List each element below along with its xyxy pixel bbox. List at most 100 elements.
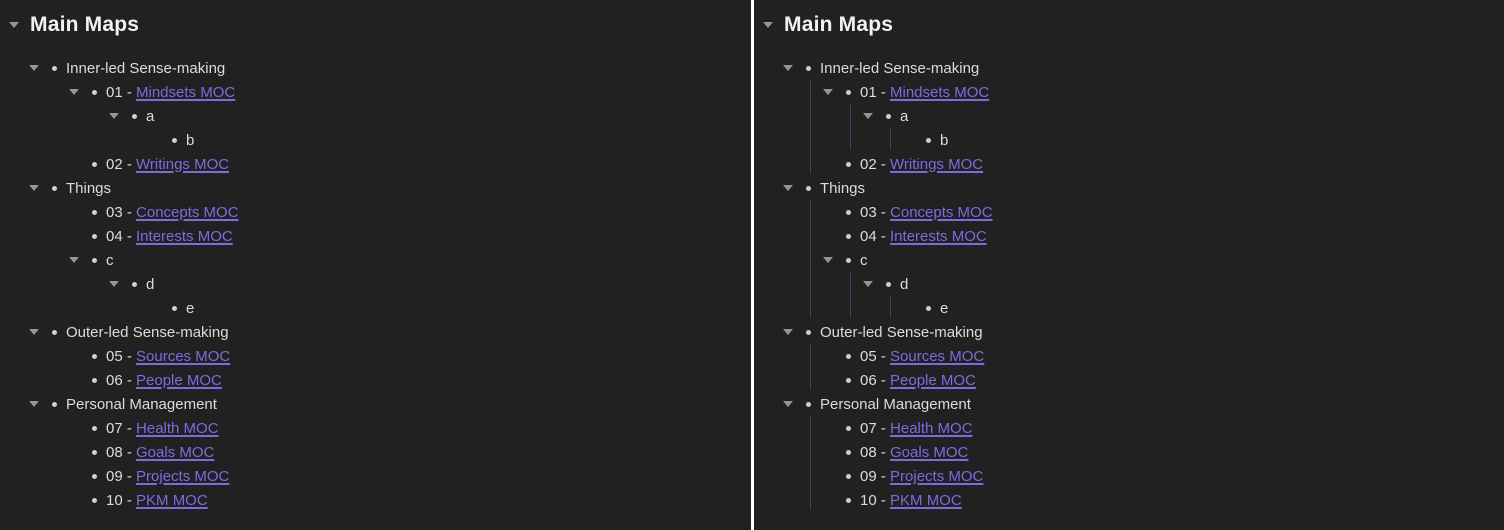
collapse-triangle-icon[interactable] — [763, 22, 773, 28]
bullet-dot-icon — [171, 305, 177, 311]
collapse-box — [66, 257, 82, 263]
list-item: e — [0, 296, 751, 320]
bullet-dot-icon — [885, 113, 891, 119]
item-label: b — [940, 131, 949, 149]
list-item: 03 - Concepts MOC — [0, 200, 751, 224]
item-content: Inner-led Sense-making — [820, 60, 979, 77]
collapse-triangle-icon[interactable] — [783, 65, 793, 71]
internal-link[interactable]: Concepts MOC — [890, 203, 993, 221]
page-title: Main Maps — [784, 13, 894, 36]
internal-link[interactable]: Projects MOC — [136, 467, 230, 485]
collapse-triangle-icon[interactable] — [783, 329, 793, 335]
item-content: 04 - Interests MOC — [106, 228, 233, 245]
item-label: a — [146, 107, 155, 125]
internal-link[interactable]: PKM MOC — [890, 491, 962, 509]
bullet-box — [42, 401, 66, 407]
internal-link[interactable]: People MOC — [136, 371, 222, 389]
internal-link[interactable]: Mindsets MOC — [136, 83, 236, 101]
list-item: e — [754, 296, 1504, 320]
item-content: Things — [66, 180, 111, 197]
collapse-triangle-icon[interactable] — [9, 22, 19, 28]
collapse-triangle-icon[interactable] — [29, 65, 39, 71]
collapse-triangle-icon[interactable] — [69, 257, 79, 263]
internal-link[interactable]: PKM MOC — [136, 491, 208, 509]
list-item: a — [754, 104, 1504, 128]
internal-link[interactable]: Goals MOC — [136, 443, 215, 461]
collapse-triangle-icon[interactable] — [29, 401, 39, 407]
bullet-dot-icon — [805, 65, 811, 71]
bullet-dot-icon — [91, 497, 97, 503]
internal-link[interactable]: Goals MOC — [890, 443, 969, 461]
bullet-box — [836, 449, 860, 455]
list-item: 07 - Health MOC — [754, 416, 1504, 440]
bullet-dot-icon — [91, 449, 97, 455]
list-item: Personal Management — [0, 392, 751, 416]
item-prefix: 03 - — [106, 203, 137, 221]
bullet-box — [796, 185, 820, 191]
list-item: b — [754, 128, 1504, 152]
bullet-dot-icon — [845, 89, 851, 95]
internal-link[interactable]: Health MOC — [136, 419, 219, 437]
internal-link[interactable]: Writings MOC — [136, 155, 230, 173]
bullet-box — [42, 329, 66, 335]
collapse-triangle-icon[interactable] — [783, 185, 793, 191]
internal-link[interactable]: Writings MOC — [890, 155, 984, 173]
bullet-dot-icon — [845, 449, 851, 455]
collapse-triangle-icon[interactable] — [109, 281, 119, 287]
item-label: Personal Management — [820, 395, 971, 413]
collapse-triangle-icon[interactable] — [863, 281, 873, 287]
item-content: Personal Management — [66, 396, 217, 413]
item-label: d — [900, 275, 909, 293]
bullet-box — [82, 257, 106, 263]
item-label: Inner-led Sense-making — [820, 59, 980, 77]
list-item: d — [754, 272, 1504, 296]
bullet-box — [42, 65, 66, 71]
collapse-triangle-icon[interactable] — [29, 185, 39, 191]
item-content: c — [106, 252, 114, 269]
item-content: b — [940, 132, 948, 149]
internal-link[interactable]: Interests MOC — [890, 227, 987, 245]
collapse-triangle-icon[interactable] — [109, 113, 119, 119]
internal-link[interactable]: Sources MOC — [136, 347, 231, 365]
collapse-box — [780, 185, 796, 191]
list-item: 08 - Goals MOC — [0, 440, 751, 464]
collapse-triangle-icon[interactable] — [69, 89, 79, 95]
internal-link[interactable]: People MOC — [890, 371, 976, 389]
item-content: 06 - People MOC — [106, 372, 222, 389]
bullet-dot-icon — [51, 185, 57, 191]
item-label: Things — [66, 179, 112, 197]
bullet-dot-icon — [91, 353, 97, 359]
internal-link[interactable]: Projects MOC — [890, 467, 984, 485]
bullet-box — [916, 305, 940, 311]
bullet-dot-icon — [925, 137, 931, 143]
bullet-box — [42, 185, 66, 191]
internal-link[interactable]: Concepts MOC — [136, 203, 239, 221]
collapse-triangle-icon[interactable] — [783, 401, 793, 407]
internal-link[interactable]: Health MOC — [890, 419, 973, 437]
internal-link[interactable]: Mindsets MOC — [890, 83, 990, 101]
internal-link[interactable]: Sources MOC — [890, 347, 985, 365]
collapse-triangle-icon[interactable] — [823, 257, 833, 263]
internal-link[interactable]: Interests MOC — [136, 227, 233, 245]
bullet-box — [876, 281, 900, 287]
bullet-box — [82, 233, 106, 239]
collapse-triangle-icon[interactable] — [823, 89, 833, 95]
list-item: 09 - Projects MOC — [0, 464, 751, 488]
heading-collapse-box — [760, 22, 776, 28]
item-prefix: 04 - — [106, 227, 137, 245]
bullet-box — [82, 449, 106, 455]
list-item: 04 - Interests MOC — [754, 224, 1504, 248]
item-content: d — [900, 276, 908, 293]
collapse-triangle-icon[interactable] — [29, 329, 39, 335]
item-label: Personal Management — [66, 395, 217, 413]
collapse-triangle-icon[interactable] — [863, 113, 873, 119]
bullet-box — [122, 281, 146, 287]
item-content: a — [900, 108, 908, 125]
bullet-dot-icon — [845, 257, 851, 263]
